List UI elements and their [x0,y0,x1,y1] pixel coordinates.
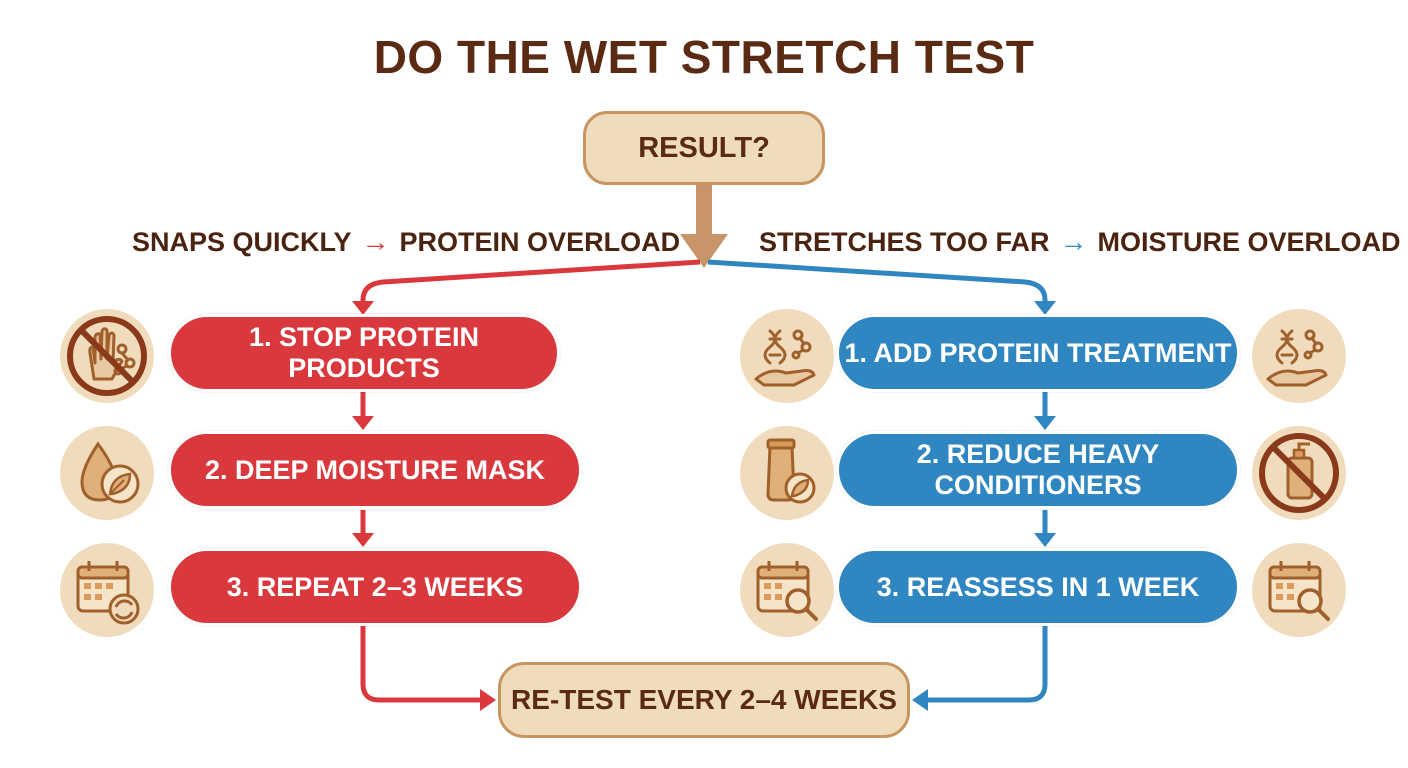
left-step-2: 2. DEEP MOISTURE MASK [168,431,582,509]
blue-arrow-2 [1034,533,1056,547]
right-step-1: 1. ADD PROTEIN TREATMENT [836,314,1240,392]
blue-branch-line [707,259,1048,312]
red-branch-arrowhead [352,301,374,315]
right-condition: STRETCHES TOO FAR [759,226,1050,257]
right-outcome: MOISTURE OVERLOAD [1097,226,1401,257]
right-arrow-icon: → [361,226,390,257]
right-arrow-icon: → [1059,226,1088,257]
decision-stem [696,184,712,236]
decision-arrowhead [680,234,728,268]
diagram-title: DO THE WET STRETCH TEST [373,31,1035,83]
left-step-1: 1. STOP PROTEIN PRODUCTS [168,314,560,392]
red-to-final-line [360,626,482,703]
blue-final-arrowhead [912,689,928,711]
decision-node: RESULT? [583,111,825,185]
red-branch-line [360,259,701,312]
calendar-search-icon [740,543,834,637]
no-protein-icon [60,309,154,403]
no-conditioner-icon [1252,426,1346,520]
calendar-search-icon [1252,543,1346,637]
right-step-2: 2. REDUCE HEAVY CONDITIONERS [836,431,1240,509]
calendar-repeat-icon [60,543,154,637]
left-step-3: 3. REPEAT 2–3 WEEKS [168,548,582,626]
moisture-drop-leaf-icon [60,426,154,520]
final-node: RE-TEST EVERY 2–4 WEEKS [498,662,910,738]
blue-to-final-line [926,626,1048,703]
red-arrow-2 [352,533,374,547]
protein-hand-icon [1252,309,1346,403]
blue-branch-arrowhead [1034,301,1056,315]
left-branch-label: SNAPS QUICKLY → PROTEIN OVERLOAD [132,226,680,258]
blue-arrow-1 [1034,416,1056,430]
left-condition: SNAPS QUICKLY [132,226,352,257]
left-outcome: PROTEIN OVERLOAD [399,226,681,257]
conditioner-tube-icon [740,426,834,520]
right-step-3: 3. REASSESS IN 1 WEEK [836,548,1240,626]
protein-hand-icon [740,309,834,403]
red-final-arrowhead [480,689,496,711]
red-arrow-1 [352,416,374,430]
right-branch-label: STRETCHES TOO FAR → MOISTURE OVERLOAD [759,226,1401,258]
